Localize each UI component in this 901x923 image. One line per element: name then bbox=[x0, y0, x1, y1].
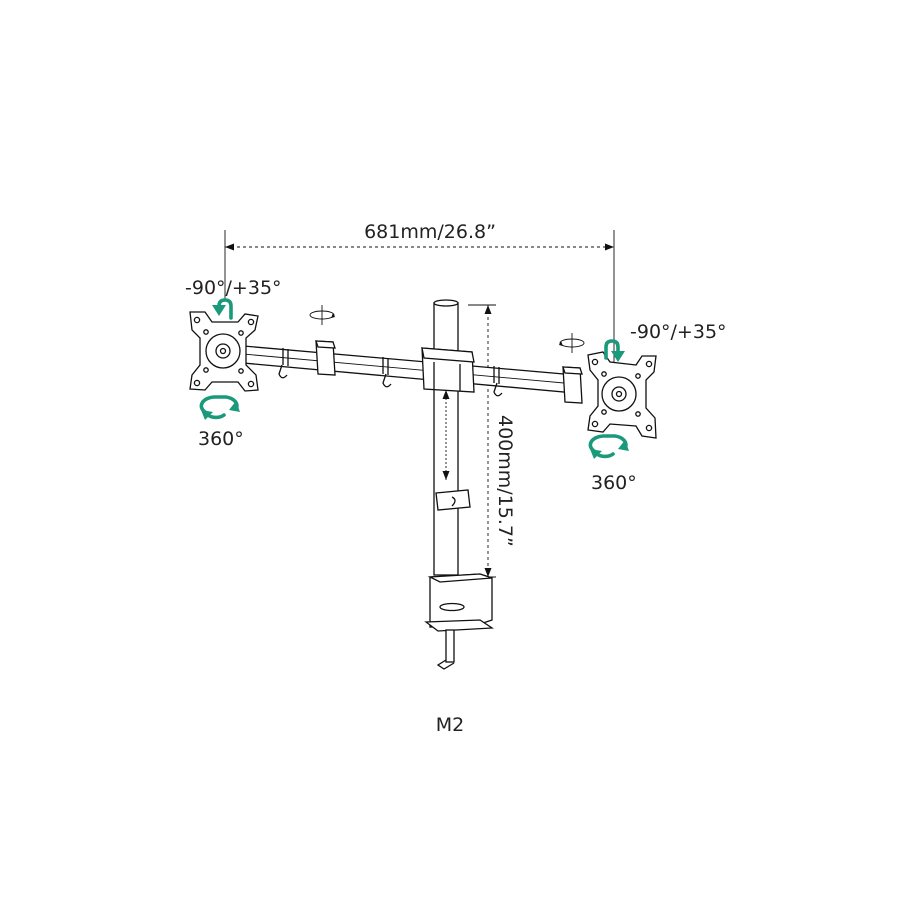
mount-pole bbox=[433, 299, 471, 576]
height-dimension: 400mm/15.7” bbox=[460, 304, 516, 578]
height-label: 400mm/15.7” bbox=[494, 415, 516, 547]
width-dimension: 681mm/26.8” bbox=[224, 221, 615, 385]
left-vesa-plate bbox=[189, 311, 259, 392]
swivel-arrow-icon bbox=[309, 305, 335, 325]
right-tilt-label: -90°/+35° bbox=[630, 321, 727, 343]
right-vesa-plate bbox=[587, 351, 657, 439]
left-rotate-label: 360° bbox=[198, 428, 244, 450]
right-rotate-label: 360° bbox=[591, 472, 637, 494]
swivel-arrow-icon bbox=[559, 333, 585, 353]
rotate-360-arrow-icon bbox=[199, 395, 240, 420]
width-label: 681mm/26.8” bbox=[364, 221, 496, 243]
tilt-arrow-icon bbox=[604, 339, 625, 362]
crossbar-arm bbox=[231, 340, 583, 404]
rotate-360-arrow-icon bbox=[588, 434, 629, 459]
desk-clamp bbox=[424, 573, 494, 670]
tilt-arrow-icon bbox=[212, 298, 233, 320]
left-tilt-label: -90°/+35° bbox=[185, 277, 282, 299]
model-label: M2 bbox=[436, 714, 464, 736]
